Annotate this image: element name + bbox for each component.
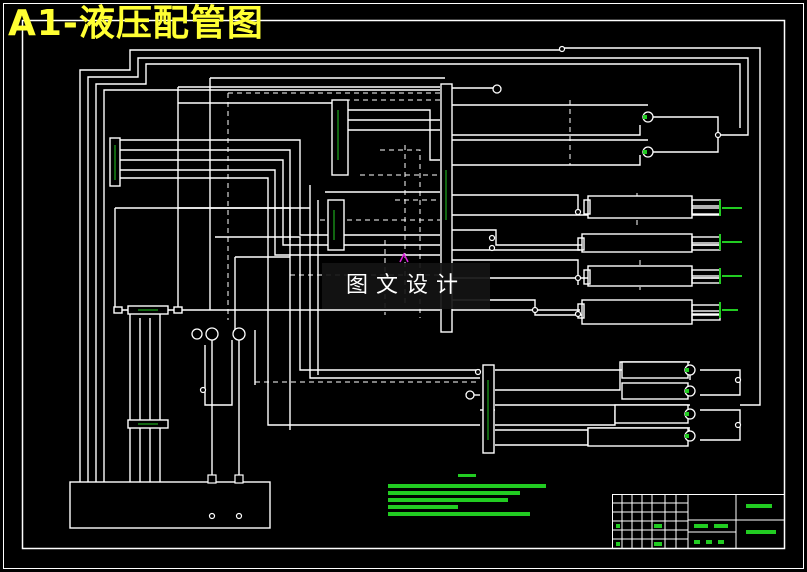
watermark-label: 图文设计	[322, 263, 490, 309]
drawing-frame	[21, 19, 786, 550]
cylinder-3	[587, 265, 693, 287]
pipe-network	[79, 47, 761, 515]
check-valves	[191, 84, 696, 442]
cylinder-green-tips	[719, 200, 742, 318]
pilot-marker	[399, 252, 409, 263]
block-details	[114, 110, 489, 440]
sheet-border	[3, 3, 804, 569]
gauge-stems	[207, 474, 244, 520]
right-fitting	[173, 306, 183, 314]
upper-manifold	[331, 99, 349, 176]
middle-manifold	[327, 199, 345, 251]
cylinder-1	[587, 195, 693, 219]
title-block-marks	[616, 504, 776, 546]
cylinder-7	[614, 404, 689, 424]
cylinder-8	[587, 427, 689, 447]
cylinder-6	[621, 382, 689, 400]
drawing-title: A1-液压配管图	[8, 3, 264, 44]
left-fitting	[113, 306, 123, 314]
cylinder-2	[581, 233, 693, 253]
cylinder-4	[581, 299, 693, 325]
valve-green-marks	[643, 115, 689, 438]
junction-dots	[199, 45, 742, 429]
technical-notes	[388, 474, 546, 516]
hydraulic-cylinders	[581, 195, 693, 447]
oil-tank	[69, 481, 271, 529]
cylinder-5	[621, 361, 689, 379]
title-block	[612, 494, 785, 549]
